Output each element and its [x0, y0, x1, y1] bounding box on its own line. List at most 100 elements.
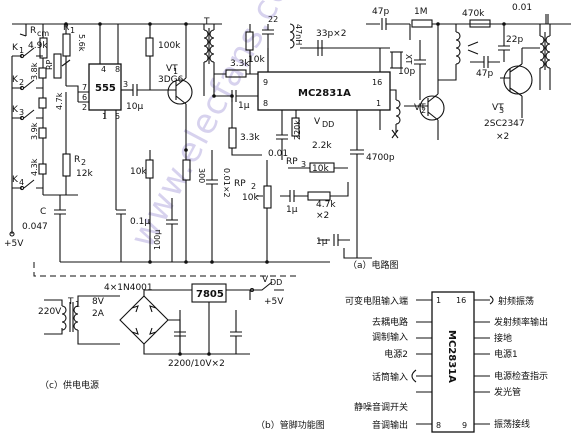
ic-mc2831a [257, 48, 391, 130]
r-3.9k: 3.9k [30, 122, 39, 140]
c-0.1u-label: 0.1μ [130, 217, 150, 227]
pin-left-4: 话筒输入 [372, 371, 408, 383]
power-supply [44, 281, 284, 355]
r-3.3k-b-label: 3.3k [240, 133, 260, 143]
vt3-type: 2SC2347 [484, 119, 525, 129]
c-47p-a-label: 47p [372, 7, 389, 17]
c-0.01-top-label: 0.01 [512, 3, 532, 13]
pinout-p8: 8 [436, 421, 441, 430]
r-2.2k-label: 2.2k [312, 141, 332, 151]
ic-pin1: 1 [376, 99, 381, 108]
ic-pin16: 16 [372, 78, 382, 87]
a2-label: 2A [92, 309, 105, 319]
pin-left-5: 静噪音调开关 [354, 401, 408, 413]
r1-label: R [63, 23, 69, 33]
ic555-name: 555 [95, 83, 116, 94]
xt-label: XT [404, 54, 413, 64]
vt2-sub: 2 [421, 106, 426, 115]
c-1u-a-label: 1μ [238, 101, 250, 111]
ic555-pin8: 8 [115, 65, 120, 74]
r-220k-label: 220k [293, 120, 302, 140]
ic555-pin4: 4 [101, 65, 106, 74]
vdd-out-label: V [262, 275, 269, 285]
pin-right-4: 电源检查指示 [494, 370, 548, 382]
rp-label: RP [45, 59, 54, 70]
rf-section [390, 14, 571, 140]
pin-left-1: 去耦电路 [372, 316, 408, 328]
r-100k-label: 100k [158, 41, 181, 51]
reg-7805-label: 7805 [196, 289, 224, 300]
ic555-pin7: 7 [82, 83, 87, 92]
k2-sub: 2 [19, 78, 24, 87]
c-0.01-label: 0.01 [268, 149, 288, 159]
ic-pin9: 9 [263, 78, 268, 87]
r-4.7k-label: 4.7k [316, 200, 336, 210]
v220-label: 220V [38, 307, 62, 317]
supply-label: +5V [4, 239, 24, 249]
c-33p-label: 33p×2 [316, 29, 346, 39]
vt2-label: VT [414, 103, 426, 113]
vt1-label: VT [166, 64, 178, 74]
ic-555 [66, 24, 133, 210]
r2-label: R [74, 155, 80, 165]
c-value: 0.047 [22, 222, 48, 232]
ic555-pin5: 5 [115, 112, 120, 121]
r-3.3k-a-label: 3.3k [230, 59, 250, 69]
k2-label: K [12, 75, 19, 85]
c-10u-label: 10μ [126, 102, 143, 112]
caption-pinout: （b）管脚功能图 [256, 419, 325, 431]
ic555-pin1: 1 [102, 112, 107, 121]
r-4.9k: 4.9k [28, 41, 48, 51]
transformer-t [203, 24, 215, 96]
left-resistor-network [9, 23, 222, 262]
k3-label: K [12, 105, 19, 115]
pinout-p16: 16 [456, 296, 466, 305]
c-100u-label: 100μ [153, 230, 162, 250]
vt3-x2: ×2 [496, 132, 509, 142]
t1-sub: 1 [75, 300, 80, 309]
c-label: C [40, 207, 46, 217]
pinout-p1: 1 [436, 296, 441, 305]
pinout-chip-name: MC2831A [446, 330, 457, 383]
c-22p-label: 22p [506, 35, 523, 45]
rp2-label: RP [234, 179, 246, 189]
pin-left-0: 可变电阻输入端 [345, 295, 408, 307]
r2-sub: 2 [81, 158, 86, 167]
k4-sub: 4 [19, 178, 24, 187]
rp2-sub: 2 [251, 182, 256, 191]
v8-label: 8V [92, 297, 105, 307]
vdd-out-sub: DD [270, 278, 282, 287]
pin-left-6: 音调输出 [372, 419, 408, 431]
rp3-sub: 3 [301, 160, 306, 169]
ic555-pin3: 3 [123, 80, 128, 89]
caption-circuit: （a）电路图 [348, 259, 399, 271]
out-5v-label: +5V [264, 297, 284, 307]
ic-pin8: 8 [263, 99, 268, 108]
r1-sub: 1 [70, 26, 75, 35]
caption-power: （c）供电电源 [40, 379, 99, 391]
k4-label: K [12, 175, 19, 185]
c-47p-b-label: 47p [476, 69, 493, 79]
r-4.7k: 4.7k [55, 92, 64, 110]
pin-right-6: 振荡接线 [494, 418, 530, 430]
l-47nh-label: 47nH [294, 24, 303, 45]
k3-sub: 3 [19, 108, 24, 117]
vt3-sub: 3 [499, 106, 504, 115]
r-4.7k-x2: ×2 [316, 211, 329, 221]
rp3-label: RP [286, 157, 298, 167]
rcm-sub: cm [37, 29, 49, 38]
pin-right-2: 接地 [494, 332, 512, 344]
r-3.8k: 3.8k [30, 62, 39, 80]
vdd-mid-sub: DD [322, 120, 334, 129]
diodes-label: 4×1N4001 [104, 283, 153, 293]
rp2-value: 10k [242, 193, 259, 203]
r-1m-label: 1M [414, 7, 428, 17]
pin-right-3: 电源1 [494, 348, 518, 360]
vt1-transistor [145, 24, 193, 150]
ic555-pin6: 6 [82, 93, 87, 102]
r-300-label: 300 [197, 168, 206, 183]
pin-right-1: 发射频率输出 [494, 316, 548, 328]
caps-label: 2200/10V×2 [168, 359, 225, 369]
